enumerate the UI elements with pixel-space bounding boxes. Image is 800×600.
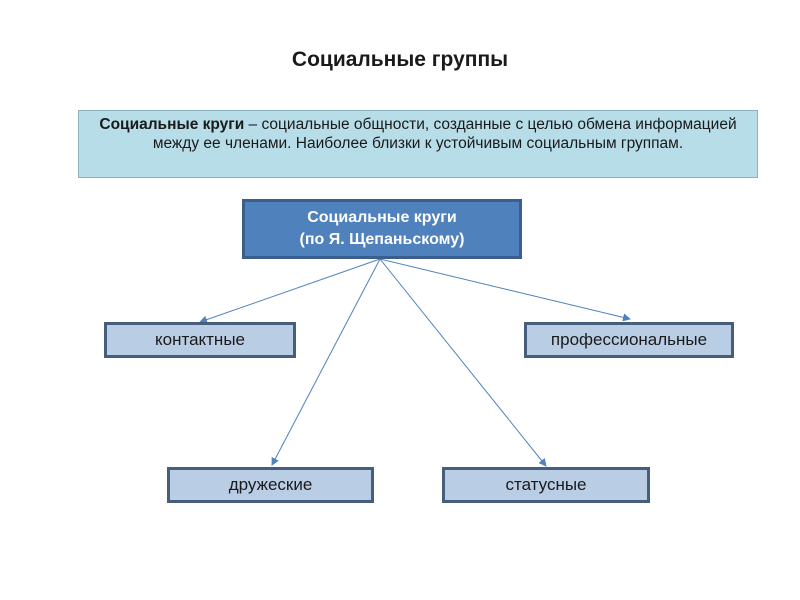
node-status: статусные xyxy=(442,467,650,503)
edge-to-professional xyxy=(379,258,631,322)
definition-text: – социальные общности, созданные с целью… xyxy=(152,116,737,152)
edge-to-friendly xyxy=(271,258,381,466)
node-friendly: дружеские xyxy=(167,467,374,503)
root-node-line1: Cоциальные круги xyxy=(307,209,457,226)
node-contact: контактные xyxy=(104,322,296,358)
page-title: Социальные группы xyxy=(291,48,509,71)
node-professional: профессиональные xyxy=(524,322,734,358)
edge-to-contact xyxy=(199,258,381,324)
root-node: Cоциальные круги (по Я. Щепаньскому) xyxy=(242,199,522,259)
definition-box: Социальные круги – социальные общности, … xyxy=(78,110,758,178)
edge-to-status xyxy=(379,258,547,467)
root-node-line2: (по Я. Щепаньскому) xyxy=(299,231,465,248)
definition-term: Социальные круги xyxy=(99,116,245,133)
